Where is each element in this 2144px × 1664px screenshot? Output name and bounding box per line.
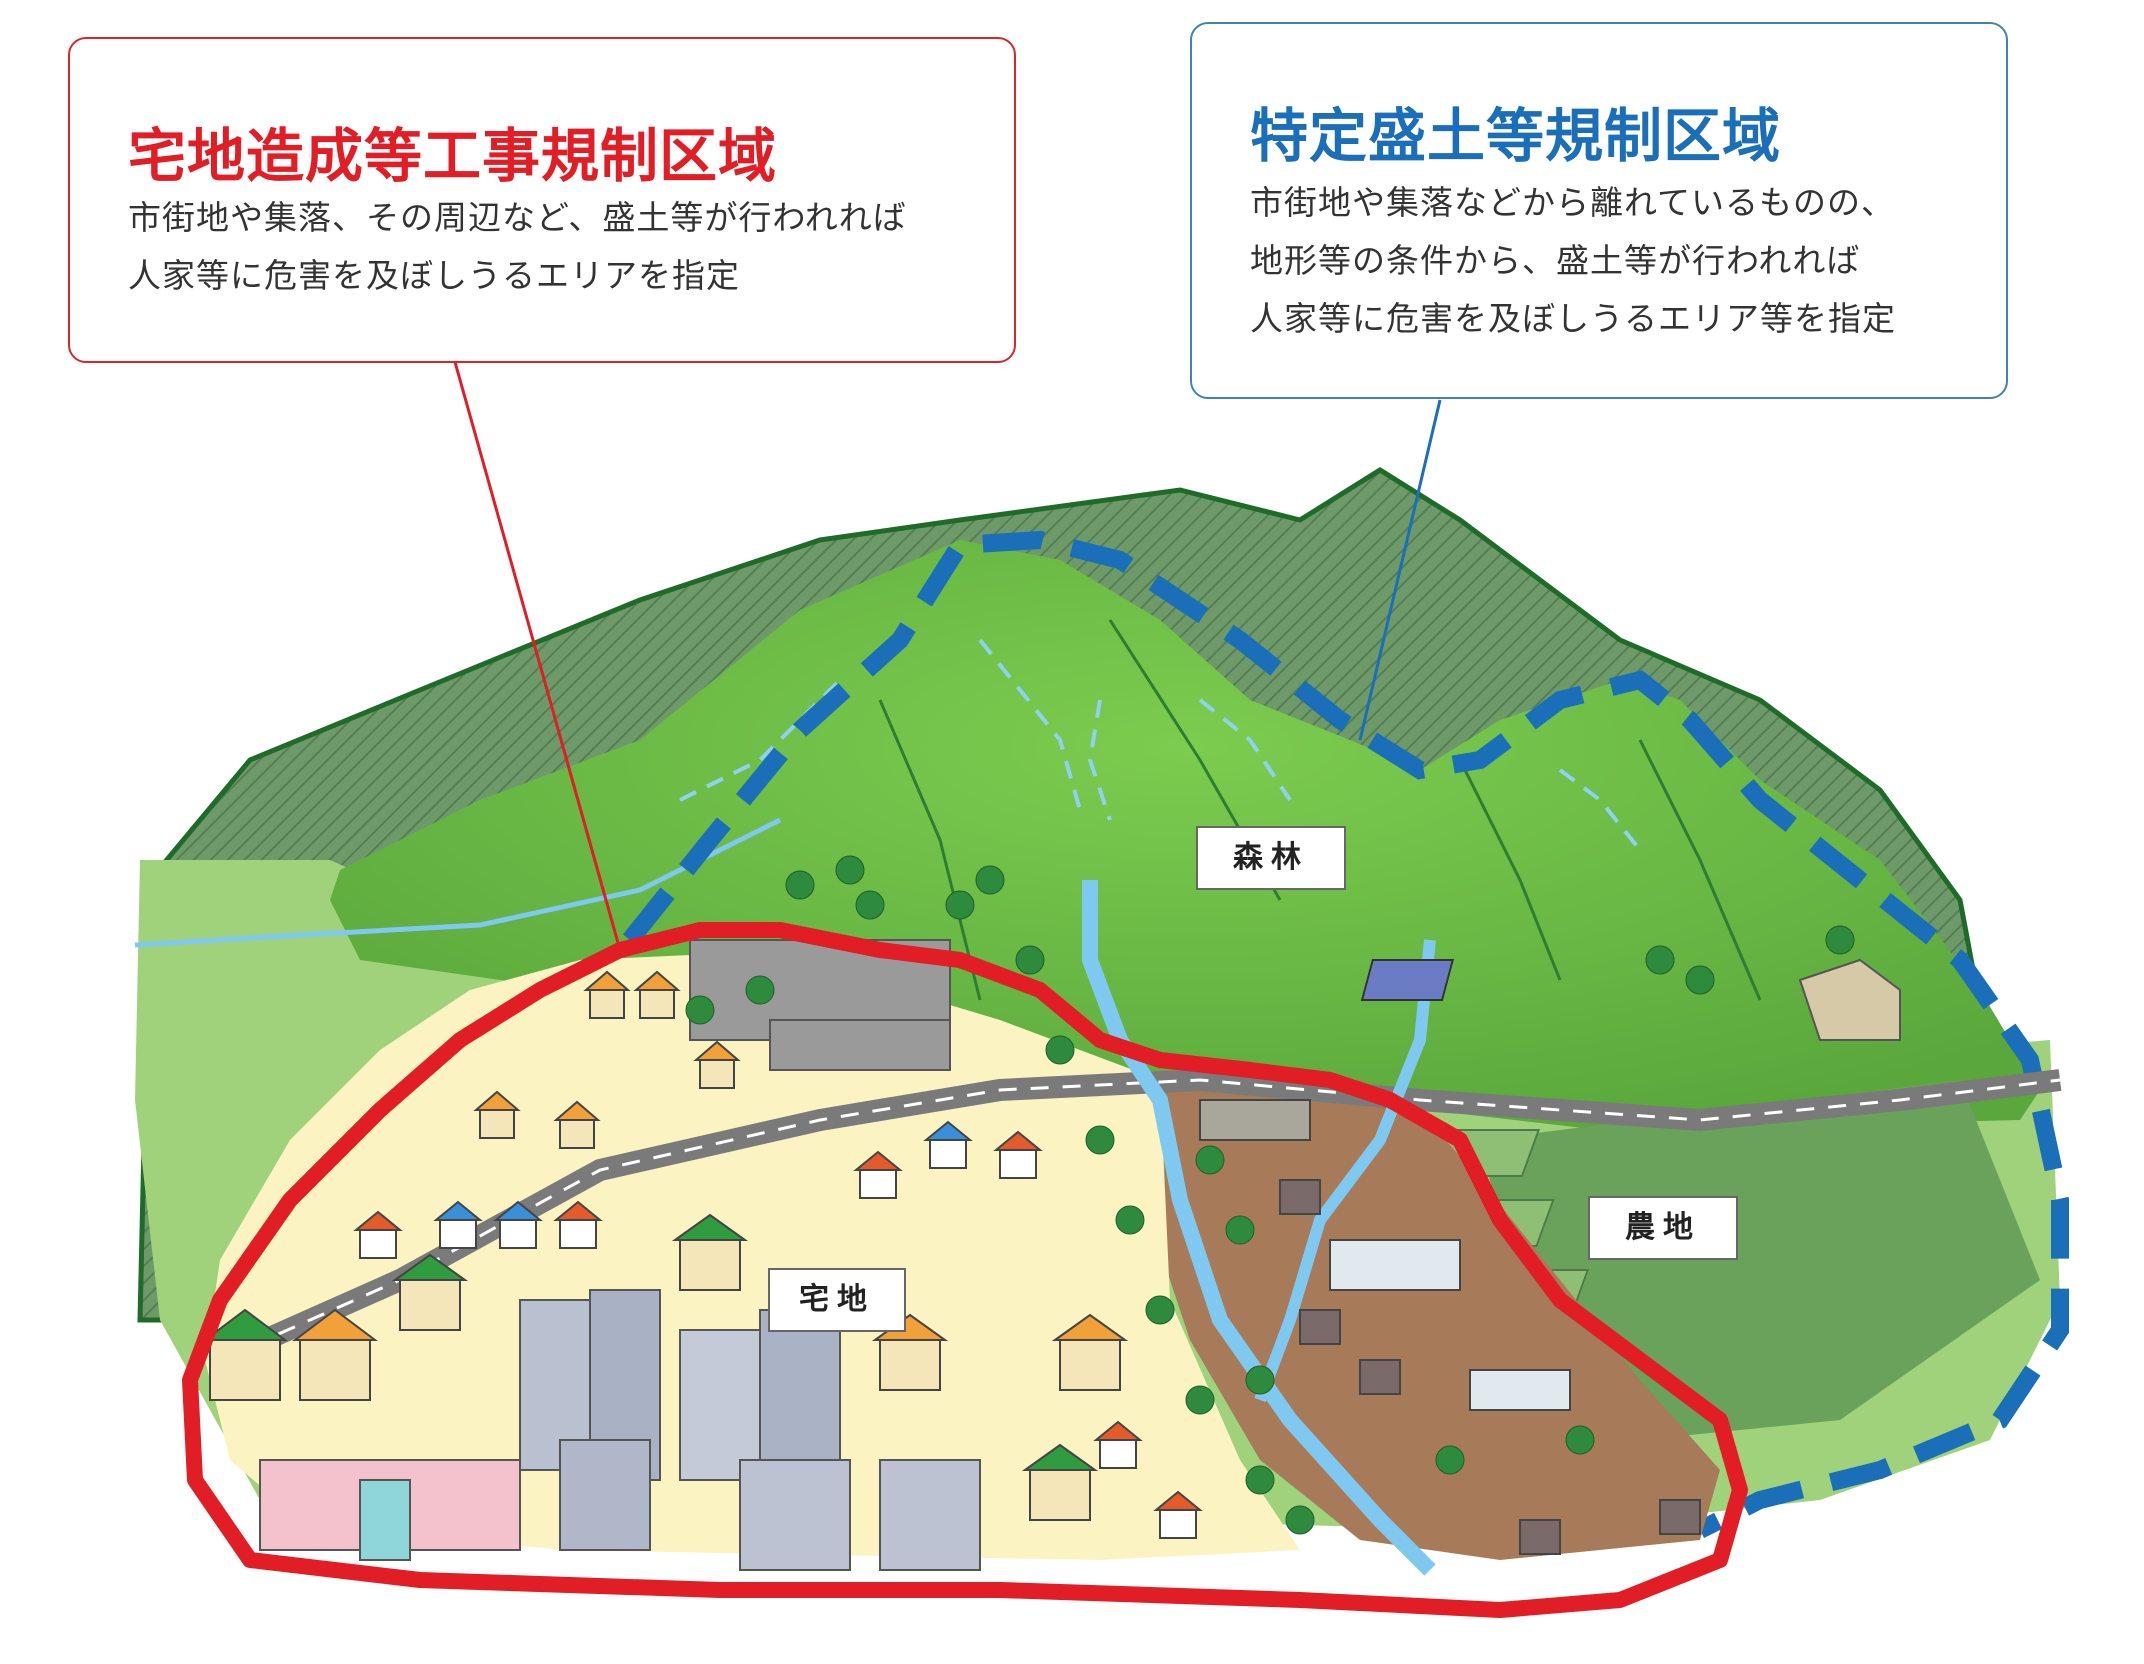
ridge-lines xyxy=(878,619,1762,1001)
retaining-walls xyxy=(689,939,951,1071)
mountain-streams xyxy=(679,638,1642,852)
quarry xyxy=(1798,958,1901,1041)
city-buildings xyxy=(259,1289,981,1571)
red-boundary xyxy=(182,922,1748,1618)
residential-zone-callout: 宅地造成等工事規制区域 市街地や集落、その周辺など、盛土等が行われれば 人家等に… xyxy=(68,37,1016,363)
main-river xyxy=(1082,880,1436,1576)
farmland-label: 農地 xyxy=(1588,1196,1738,1260)
farm-buildings xyxy=(1199,1099,1701,1555)
blue-leader-line xyxy=(1358,399,1442,741)
forest-label: 森林 xyxy=(1196,826,1346,890)
residential-zone-title: 宅地造成等工事規制区域 xyxy=(128,122,778,190)
specified-zone-title: 特定盛土等規制区域 xyxy=(1250,102,1782,170)
residential-zone-description: 市街地や集落、その周辺など、盛土等が行われれば 人家等に危害を及ぼしうるエリアを… xyxy=(128,189,907,305)
red-leader-line xyxy=(453,361,622,951)
housing-ground xyxy=(205,955,1300,1560)
specified-zone-description: 市街地や集落などから離れているものの、 地形等の条件から、盛土等が行われれば 人… xyxy=(1250,174,1896,348)
specified-zone-line-1: 市街地や集落などから離れているものの、 xyxy=(1250,183,1896,222)
residential-zone-line-1: 市街地や集落、その周辺など、盛土等が行われれば xyxy=(128,198,907,237)
residential-zone-line-2: 人家等に危害を及ぼしうるエリアを指定 xyxy=(128,256,740,295)
solar-panel xyxy=(1360,959,1455,1001)
housing-label: 宅地 xyxy=(768,1268,906,1332)
specified-zone-line-2: 地形等の条件から、盛土等が行われれば xyxy=(1250,241,1861,280)
specified-zone-callout: 特定盛土等規制区域 市街地や集落などから離れているものの、 地形等の条件から、盛… xyxy=(1190,22,2008,399)
houses xyxy=(202,970,1203,1539)
blue-boundary xyxy=(622,530,2069,1539)
specified-zone-line-3: 人家等に危害を及ぼしうるエリア等を指定 xyxy=(1250,299,1896,338)
